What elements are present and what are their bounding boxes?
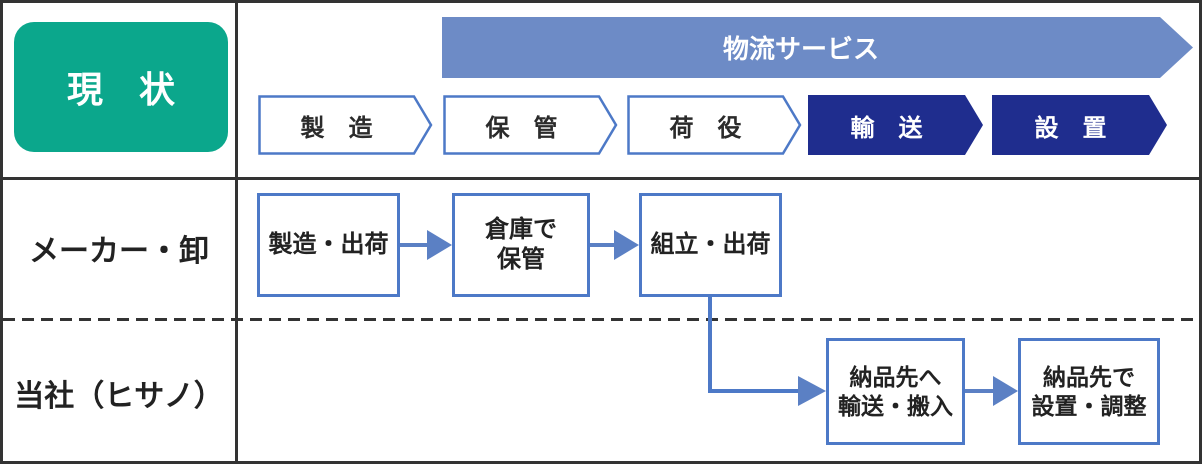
banner-label: 物流サービス: [722, 34, 879, 64]
row-divider-solid: [3, 177, 1199, 180]
step-label: 荷 役: [669, 114, 742, 142]
flow-box-manufacture-ship: 製造・出荷: [257, 193, 400, 297]
flow-box-assembly-ship: 組立・出荷: [639, 193, 782, 297]
step-label: 輸 送: [850, 114, 923, 142]
flow-box-text: 製造・出荷: [268, 231, 389, 258]
arrow-right-icon: [590, 227, 639, 263]
flow-box-text-line1: 倉庫で: [485, 216, 557, 243]
step-chevron-installation: 設 置: [992, 95, 1167, 155]
step-chevron-cargo-handling: 荷 役: [627, 95, 802, 155]
connector-line-horizontal: [708, 389, 800, 393]
chevron-shape: [627, 95, 802, 155]
flow-box-text-line1: 納品先で: [1043, 363, 1135, 390]
arrow-right-icon: [965, 373, 1018, 409]
chevron-shape: [808, 95, 983, 155]
step-chevron-transport: 輸 送: [808, 95, 983, 155]
chevron-shape: [443, 95, 618, 155]
flow-box-text: 組立・出荷: [650, 231, 771, 258]
arrow-right-icon: [400, 227, 452, 263]
step-label: 保 管: [485, 114, 558, 142]
step-chevron-manufacturing: 製 造: [258, 95, 433, 155]
flow-box-text-line2: 保管: [497, 246, 545, 273]
step-label: 設 置: [1034, 114, 1107, 142]
banner-arrow-shape: [442, 17, 1193, 78]
logistics-service-banner: 物流サービス: [442, 17, 1193, 78]
flow-box-text-line1: 納品先へ: [849, 363, 942, 390]
flow-box-text-line2: 設置・調整: [1031, 392, 1147, 419]
step-chevron-storage: 保 管: [443, 95, 618, 155]
status-label: 現 状: [66, 69, 175, 110]
row-label-company: 当社（ヒサノ）: [14, 379, 224, 413]
flow-box-warehouse-storage: 倉庫で 保管: [452, 193, 590, 297]
column-divider: [235, 3, 238, 461]
flow-box-text-line2: 輸送・搬入: [838, 392, 953, 419]
flow-box-install-adjust: 納品先で 設置・調整: [1018, 338, 1160, 445]
connector-line-vertical: [708, 297, 712, 393]
connector-arrowhead-icon: [798, 376, 826, 406]
chevron-shape: [258, 95, 433, 155]
chevron-shape: [992, 95, 1167, 155]
status-badge: 現 状: [14, 22, 228, 152]
flow-box-transport-carry-in: 納品先へ 輸送・搬入: [826, 338, 965, 445]
row-divider-dashed: [3, 318, 1199, 321]
row-label-maker: メーカー・卸: [29, 234, 209, 268]
step-label: 製 造: [300, 114, 373, 142]
